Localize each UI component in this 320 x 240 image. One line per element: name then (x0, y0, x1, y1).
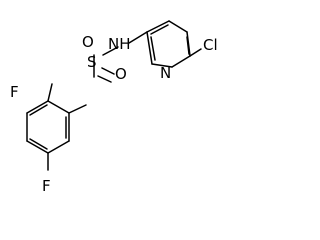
fluorine-atom-label: F (10, 83, 19, 101)
sulfur-atom-label: S (87, 53, 97, 71)
oxygen-atom-label: O (115, 65, 127, 83)
structure-diagram: F F S O O NH N Cl (10, 20, 218, 195)
pyridine-nitrogen-label: N (160, 64, 171, 82)
chlorine-atom-label: Cl (203, 36, 218, 54)
amine-nh-label: NH (108, 35, 131, 53)
oxygen-atom-label: O (82, 33, 94, 51)
bond-lines (26, 20, 202, 171)
fluorine-atom-label: F (42, 177, 51, 195)
